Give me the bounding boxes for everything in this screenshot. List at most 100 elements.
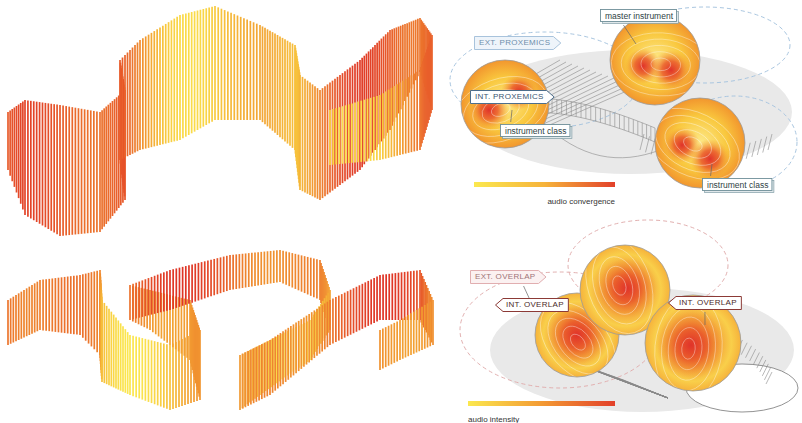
node-label: INT. OVERLAP bbox=[506, 300, 564, 310]
wall-slat bbox=[338, 296, 340, 341]
structure-rib bbox=[763, 137, 767, 153]
wall-slat bbox=[309, 83, 311, 196]
wall-slat bbox=[61, 277, 63, 332]
wall-slat bbox=[115, 318, 117, 389]
wall-slat bbox=[335, 108, 337, 164]
wall-slat bbox=[370, 279, 372, 324]
wall-slat bbox=[181, 298, 183, 354]
wall-slat bbox=[319, 90, 321, 200]
structure-rib bbox=[585, 105, 586, 119]
wall-slat bbox=[145, 339, 147, 401]
wall-slat bbox=[171, 20, 173, 142]
leader-line bbox=[511, 110, 512, 122]
wall-slat bbox=[198, 263, 200, 301]
wall-slat bbox=[88, 273, 90, 344]
wall-slat bbox=[359, 60, 361, 170]
wall-slat bbox=[393, 86, 395, 156]
label-text: EXT. OVERLAP bbox=[475, 272, 536, 282]
wall-slat bbox=[347, 291, 349, 336]
wall-slat bbox=[67, 277, 69, 334]
wall-slat bbox=[327, 302, 329, 347]
wall-slat bbox=[415, 20, 417, 81]
sound-contour bbox=[620, 37, 702, 91]
wall-slat bbox=[295, 323, 297, 374]
wall-slat bbox=[207, 261, 209, 298]
wall-slat bbox=[230, 13, 232, 120]
wall-slat bbox=[256, 347, 258, 402]
wall-slat bbox=[408, 77, 410, 153]
wall-slat bbox=[103, 303, 105, 383]
wall-slat bbox=[188, 13, 190, 135]
wall-slat bbox=[124, 329, 126, 393]
wall-slat bbox=[151, 340, 153, 403]
wall-slat bbox=[405, 79, 407, 154]
wall-slat bbox=[298, 255, 300, 291]
wall-slat bbox=[418, 308, 420, 351]
sound-contour bbox=[658, 114, 728, 174]
tag-shape bbox=[471, 91, 555, 104]
wall-slat bbox=[239, 254, 241, 288]
wall-slat bbox=[243, 18, 245, 120]
wall-slat bbox=[172, 344, 174, 410]
wall-slat bbox=[376, 96, 378, 160]
wall-slat bbox=[47, 103, 49, 229]
wall-slat bbox=[344, 293, 346, 338]
wall-slat bbox=[50, 104, 52, 231]
wall-slat bbox=[250, 350, 252, 405]
wall-slat bbox=[204, 261, 206, 298]
sphere-fill bbox=[645, 295, 741, 391]
label-text: master instrument bbox=[605, 11, 673, 21]
wall-slat bbox=[247, 351, 249, 406]
wall-slat bbox=[413, 312, 415, 354]
node-label: EXT. PROXEMICS bbox=[479, 38, 550, 48]
wall-slat bbox=[329, 110, 331, 165]
wall-slat bbox=[145, 279, 147, 316]
wall-slat bbox=[339, 107, 341, 164]
wall-slat bbox=[166, 344, 168, 409]
structure-rib bbox=[741, 343, 747, 355]
intensity-spot bbox=[657, 311, 725, 379]
wall-slat bbox=[335, 297, 337, 342]
wall-slat bbox=[30, 101, 32, 219]
wall-slat bbox=[221, 9, 223, 120]
wall-slat bbox=[354, 103, 356, 163]
wall-slat bbox=[183, 299, 185, 356]
callout-box: master instrument bbox=[600, 9, 678, 23]
wall-slat bbox=[27, 100, 29, 216]
wall-slat bbox=[360, 101, 362, 162]
zone-tag: EXT. PROXEMICS bbox=[474, 36, 561, 50]
wall-slat bbox=[51, 278, 53, 331]
wall-slat bbox=[348, 104, 350, 163]
wall-slat bbox=[113, 315, 115, 388]
wall-slat bbox=[310, 258, 312, 296]
wall-slat bbox=[282, 251, 284, 284]
wall-slat bbox=[245, 352, 247, 407]
wall-slat bbox=[227, 11, 229, 120]
wall-slat bbox=[311, 312, 313, 360]
legend-text: audio intensity bbox=[468, 415, 519, 423]
wall-slat bbox=[257, 252, 259, 285]
structure-rib bbox=[571, 102, 572, 116]
wall-slat bbox=[160, 343, 162, 407]
ribbon-wall bbox=[8, 6, 432, 236]
sound-contour bbox=[670, 124, 717, 164]
wall-slat bbox=[179, 15, 181, 140]
wall-slat bbox=[28, 287, 30, 335]
node-label: INT. OVERLAP bbox=[679, 298, 737, 308]
zone-tag: INT. OVERLAP bbox=[668, 296, 742, 310]
wall-slat bbox=[96, 111, 98, 232]
wall-slat bbox=[405, 317, 407, 358]
wall-slat bbox=[357, 102, 359, 163]
wall-slat bbox=[33, 101, 35, 220]
tag-shape bbox=[601, 10, 677, 22]
wall-slat bbox=[79, 275, 81, 335]
wall-slat bbox=[416, 72, 418, 151]
wall-slat bbox=[31, 285, 33, 334]
wall-slat bbox=[202, 9, 204, 127]
wall-slat bbox=[132, 48, 134, 154]
wall-slat bbox=[173, 19, 175, 142]
wall-slat bbox=[70, 276, 72, 334]
